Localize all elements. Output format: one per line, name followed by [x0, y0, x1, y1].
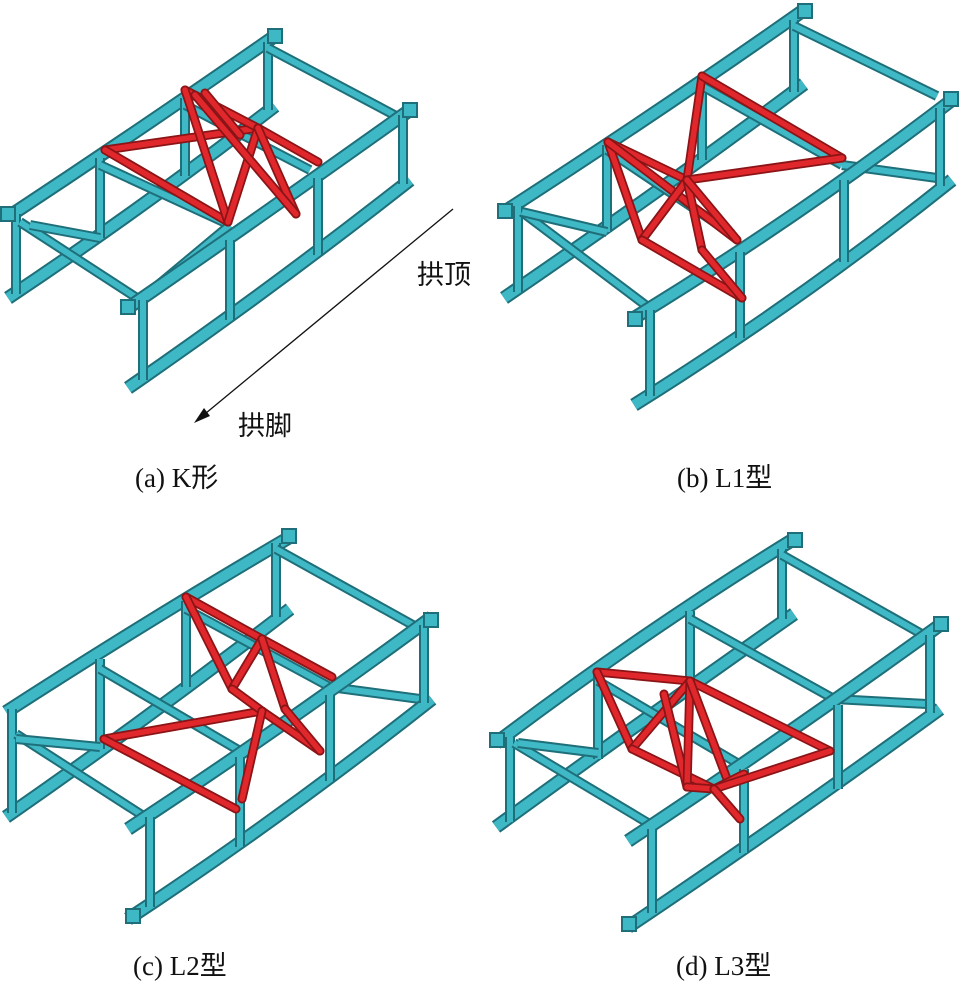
caption-c: (c) L2型 [133, 951, 227, 981]
panel-c-drawing [2, 528, 439, 925]
arch-rib-lower [120, 102, 418, 394]
caption-d: (d) L3型 [676, 951, 772, 981]
lateral-bracing-l1 [603, 71, 847, 303]
arch-rib-upper [497, 3, 813, 304]
lateral-bracing-l3 [592, 667, 835, 824]
cross-struts [13, 544, 423, 824]
panel-d-l3-type: (d) L3型 [482, 489, 963, 981]
panel-a-drawing [0, 28, 454, 423]
lateral-bracing-l2 [99, 592, 337, 814]
panel-b-l1-type: (b) L1型 [482, 0, 963, 493]
caption-a: (a) K形 [135, 463, 219, 493]
panel-b-drawing [497, 3, 959, 411]
arch-rib-lower [627, 91, 959, 411]
panel-d-drawing [489, 532, 949, 933]
direction-arrow [194, 208, 454, 423]
caption-b: (b) L1型 [677, 463, 773, 493]
springing-label: 拱脚 [238, 411, 292, 441]
panel-a-k-type: 拱顶 拱脚 (a) K形 [0, 0, 482, 493]
arch-rib-upper [0, 28, 283, 304]
crown-label: 拱顶 [417, 260, 471, 290]
panel-c-l2-type: (c) L2型 [0, 489, 482, 981]
arch-rib-upper [2, 528, 297, 823]
arch-rib-lower [621, 616, 949, 933]
lateral-bracing-k [100, 85, 323, 227]
arch-rib-upper [489, 532, 803, 833]
